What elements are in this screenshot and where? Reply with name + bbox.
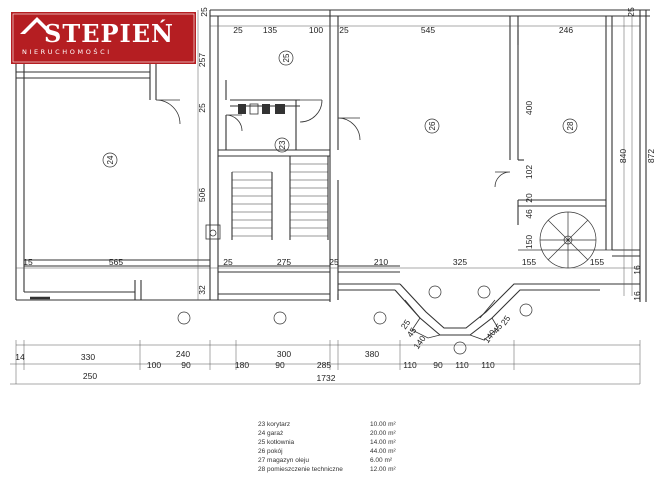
dim-left-257: 257 [197, 53, 207, 67]
legend-name-26: 26 pokój [258, 448, 283, 455]
dim-bot-100: 100 [147, 360, 161, 370]
room-legend: 23 korytarz 10.00 m² 24 garaż 20.00 m² 2… [258, 421, 396, 473]
dim-int-25a: 25 [223, 257, 233, 267]
dim-left-25: 25 [197, 103, 207, 113]
dim-left-506: 506 [197, 188, 207, 202]
dim-top-100: 100 [309, 25, 323, 35]
dim-int-565: 565 [109, 257, 123, 267]
dim-int-25b: 25 [329, 257, 339, 267]
dim-top-25b: 25 [339, 25, 349, 35]
dim-bot-285: 285 [317, 360, 331, 370]
dim-bot-110c: 110 [481, 360, 495, 370]
dim-bot-180: 180 [235, 360, 249, 370]
legend-area-26: 44.00 m² [370, 448, 396, 455]
dimension-lines [10, 10, 641, 385]
dim-bot-14: 14 [15, 352, 25, 362]
dim-bot-110a: 110 [403, 360, 417, 370]
legend-area-28: 12.00 m² [370, 466, 396, 473]
room-23-marker: 23 [274, 137, 290, 153]
dim-left-top-25: 25 [199, 7, 209, 17]
legend-area-23: 10.00 m² [370, 421, 396, 428]
dim-bot-380: 380 [365, 349, 379, 359]
dim-right-400: 400 [524, 101, 534, 115]
room-labels: 24 25 23 26 28 [102, 50, 578, 168]
dim-top-25c: 25 [626, 7, 636, 17]
house-roof-icon [20, 17, 54, 34]
dim-right-46: 46 [524, 209, 534, 219]
room-24-label: 24 [106, 155, 115, 164]
room-24-marker: 24 [102, 152, 118, 168]
dim-bot-90b: 90 [275, 360, 285, 370]
dim-bot-90a: 90 [181, 360, 191, 370]
room-28-label: 28 [566, 121, 575, 130]
dim-int-155a: 155 [522, 257, 536, 267]
room-26-label: 26 [428, 121, 437, 130]
dim-int-15: 15 [23, 257, 33, 267]
logo-name: STEPIEŃ [44, 19, 174, 48]
spiral-stair [539, 211, 597, 269]
dim-bot-250: 250 [83, 371, 97, 381]
dim-total: 1732 [317, 373, 336, 383]
dim-right-102: 102 [524, 165, 534, 179]
dim-int-325: 325 [453, 257, 467, 267]
pillars [177, 285, 533, 355]
dim-bot-330: 330 [81, 352, 95, 362]
dim-left-32: 32 [197, 285, 207, 295]
legend-name-25: 25 kotłownia [258, 439, 295, 446]
legend-name-28: 28 pomieszczenie techniczne [258, 466, 343, 473]
dim-right-20: 20 [524, 193, 534, 203]
room-25-label: 25 [282, 53, 291, 62]
dim-int-210: 210 [374, 257, 388, 267]
dim-int-275: 275 [277, 257, 291, 267]
legend-name-24: 24 garaż [258, 430, 283, 437]
dim-top-135: 135 [263, 25, 277, 35]
company-logo[interactable]: STEPIEŃ NIERUCHOMOŚCI [11, 12, 196, 64]
dim-right-840: 840 [618, 149, 628, 163]
room-26-marker: 26 [424, 118, 440, 134]
dim-top-25a: 25 [233, 25, 243, 35]
room-25-marker: 25 [278, 50, 294, 66]
legend-area-25: 14.00 m² [370, 439, 396, 446]
dimension-text: 25 135 100 25 545 246 25 257 25 506 32 2… [15, 7, 656, 383]
dim-top-545: 545 [421, 25, 435, 35]
boiler-equipment [205, 103, 285, 240]
dim-bot-110b: 110 [455, 360, 469, 370]
dim-right-16b: 16 [632, 265, 642, 275]
logo-background [11, 12, 196, 64]
legend-name-27: 27 magazyn oleju [258, 457, 309, 464]
legend-area-24: 20.00 m² [370, 430, 396, 437]
dim-bot-300: 300 [277, 349, 291, 359]
logo-subtitle: NIERUCHOMOŚCI [22, 47, 112, 56]
dim-top-246: 246 [559, 25, 573, 35]
room-23-label: 23 [278, 140, 287, 149]
doors [155, 99, 511, 188]
dim-bot-240: 240 [176, 349, 190, 359]
dim-right-16a: 16 [632, 291, 642, 301]
room-28-marker: 28 [562, 118, 578, 134]
dim-right-150: 150 [524, 235, 534, 249]
legend-area-27: 6.00 m² [370, 457, 393, 464]
dim-bot-90c: 90 [433, 360, 443, 370]
legend-name-23: 23 korytarz [258, 421, 290, 428]
dim-right-872: 872 [646, 149, 656, 163]
dim-int-155b: 155 [590, 257, 604, 267]
